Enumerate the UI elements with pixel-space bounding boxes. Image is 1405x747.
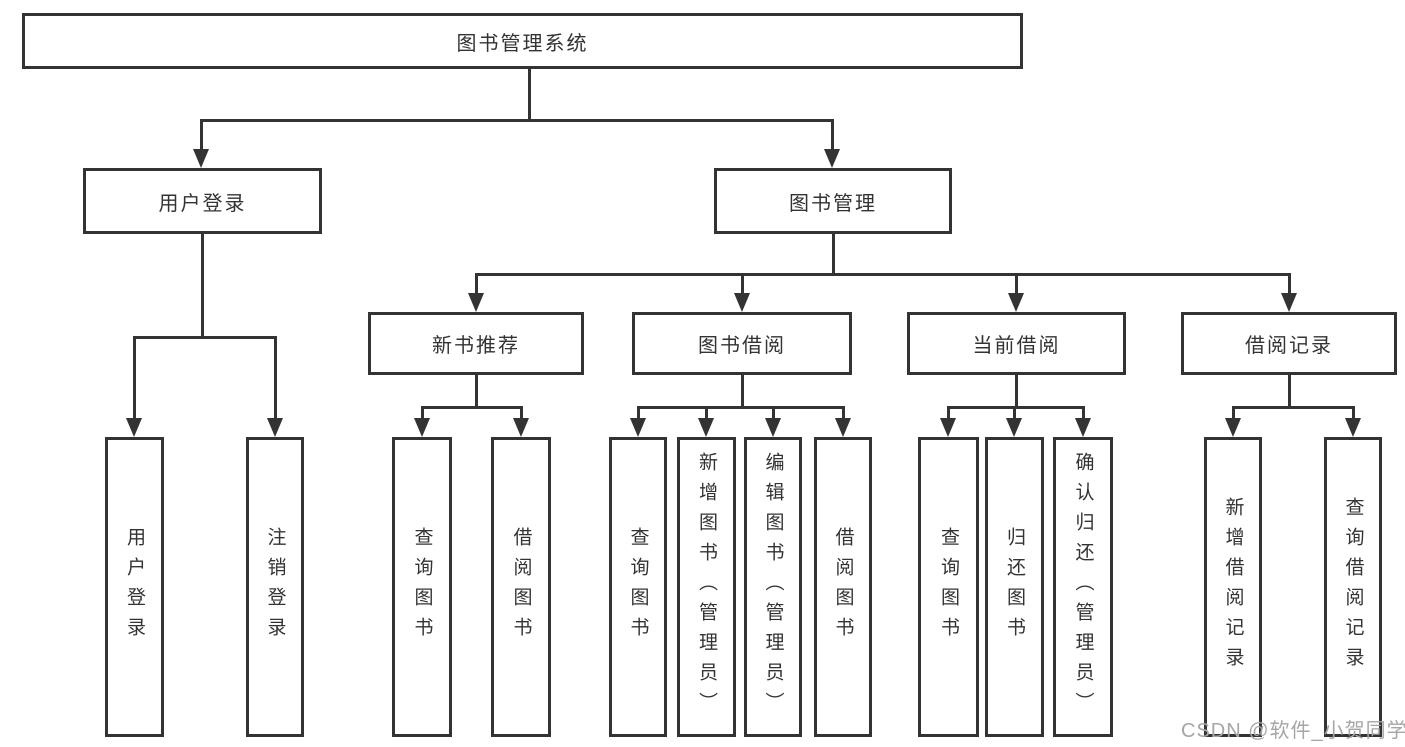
connector-rail <box>636 406 845 409</box>
connector-rail <box>199 119 834 122</box>
leaf-add-borrow-record: 新增借阅记录 <box>1204 437 1262 737</box>
leaf-user-login: 用户登录 <box>105 437 164 737</box>
node-book-management: 图书管理 <box>714 168 952 234</box>
leaf-label: 查询图书 <box>938 527 959 647</box>
node-borrowing-records: 借阅记录 <box>1181 312 1397 375</box>
connector-arrowhead-icon <box>513 418 529 437</box>
connector-arrowhead-icon <box>630 418 646 437</box>
connector-arrow-stem <box>740 273 744 297</box>
connector-stem <box>474 375 478 409</box>
node-label: 新书推荐 <box>432 335 520 357</box>
leaf-label: 编辑图书（管理员） <box>762 452 784 722</box>
connector-arrowhead-icon <box>126 418 142 437</box>
connector-arrow-stem <box>636 406 640 422</box>
connector-arrowhead-icon <box>414 418 430 437</box>
node-new-book-recommendation: 新书推荐 <box>368 312 584 375</box>
leaf-label: 借阅图书 <box>510 527 532 647</box>
watermark: CSDN @软件_小贺同学 <box>1181 720 1405 742</box>
connector-stem <box>527 69 531 122</box>
connector-arrowhead-icon <box>765 418 781 437</box>
node-user-login: 用户登录 <box>83 168 322 234</box>
node-book-borrowing: 图书借阅 <box>632 312 852 375</box>
connector-arrow-stem <box>841 406 845 422</box>
leaf-label: 归还图书 <box>1004 527 1025 647</box>
leaf-label: 查询借阅记录 <box>1342 497 1364 677</box>
node-library-management-system: 图书管理系统 <box>22 13 1023 69</box>
connector-arrowhead-icon <box>193 149 209 168</box>
connector-arrowhead-icon <box>734 293 750 312</box>
leaf-query-books: 查询图书 <box>392 437 452 737</box>
connector-arrowhead-icon <box>835 418 851 437</box>
leaf-confirm-return-admin: 确认归还（管理员） <box>1053 437 1113 737</box>
connector-rail <box>1231 406 1355 409</box>
connector-rail <box>132 336 277 339</box>
node-label: 当前借阅 <box>972 335 1061 357</box>
connector-arrowhead-icon <box>1345 418 1361 437</box>
node-label: 用户登录 <box>158 192 247 215</box>
connector-rail <box>946 406 1085 409</box>
connector-arrowhead-icon <box>468 293 484 312</box>
leaf-label: 确认归还（管理员） <box>1072 452 1094 722</box>
connector-arrow-stem <box>519 406 523 422</box>
node-label: 图书管理系统 <box>456 32 589 55</box>
connector-arrow-stem <box>474 273 478 297</box>
leaf-edit-book-admin: 编辑图书（管理员） <box>744 437 802 737</box>
connector-arrow-stem <box>946 406 950 422</box>
connector-arrow-stem <box>199 119 203 153</box>
connector-arrow-stem <box>1014 273 1018 297</box>
connector-arrow-stem <box>830 119 834 153</box>
leaf-add-book-admin: 新增图书（管理员） <box>677 437 736 737</box>
connector-arrowhead-icon <box>267 418 283 437</box>
connector-arrowhead-icon <box>1008 293 1024 312</box>
leaf-label: 新增借阅记录 <box>1222 497 1244 677</box>
leaf-query-books: 查询图书 <box>918 437 979 737</box>
connector-arrow-stem <box>420 406 424 422</box>
connector-arrowhead-icon <box>698 418 714 437</box>
connector-arrow-stem <box>1081 406 1085 422</box>
leaf-label: 查询图书 <box>627 527 649 647</box>
connector-arrow-stem <box>132 336 136 422</box>
leaf-borrow-books: 借阅图书 <box>491 437 551 737</box>
connector-stem <box>740 375 744 409</box>
connector-arrow-stem <box>1287 273 1291 297</box>
connector-arrowhead-icon <box>1281 293 1297 312</box>
connector-arrow-stem <box>273 336 277 422</box>
connector-arrow-stem <box>1231 406 1235 422</box>
connector-arrow-stem <box>704 406 708 422</box>
connector-stem <box>1014 375 1018 409</box>
connector-arrowhead-icon <box>1225 418 1241 437</box>
connector-arrowhead-icon <box>940 418 956 437</box>
node-current-borrowing: 当前借阅 <box>907 312 1126 375</box>
connector-arrowhead-icon <box>1006 418 1022 437</box>
node-label: 借阅记录 <box>1245 335 1333 357</box>
connector-arrow-stem <box>771 406 775 422</box>
connector-arrowhead-icon <box>824 149 840 168</box>
leaf-query-borrow-record: 查询借阅记录 <box>1324 437 1382 737</box>
leaf-borrow-books: 借阅图书 <box>814 437 872 737</box>
leaf-logout: 注销登录 <box>246 437 304 737</box>
connector-rail <box>474 273 1291 276</box>
leaf-label: 新增图书（管理员） <box>696 452 717 722</box>
node-label: 图书借阅 <box>698 335 786 357</box>
connector-arrowhead-icon <box>1075 418 1091 437</box>
leaf-label: 用户登录 <box>124 527 145 647</box>
connector-stem <box>200 234 204 339</box>
connector-arrow-stem <box>1012 406 1016 422</box>
connector-rail <box>420 406 523 409</box>
leaf-label: 查询图书 <box>411 527 433 647</box>
leaf-label: 注销登录 <box>264 527 286 647</box>
connector-stem <box>831 234 835 276</box>
leaf-query-books: 查询图书 <box>609 437 667 737</box>
connector-stem <box>1287 375 1291 409</box>
connector-arrow-stem <box>1351 406 1355 422</box>
node-label: 图书管理 <box>789 192 877 215</box>
leaf-label: 借阅图书 <box>832 527 854 647</box>
leaf-return-books: 归还图书 <box>985 437 1044 737</box>
